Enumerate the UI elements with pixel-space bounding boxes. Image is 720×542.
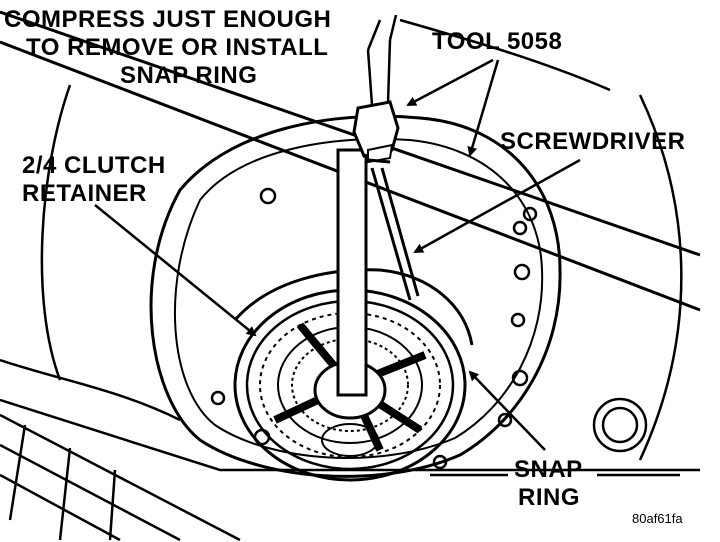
arrow-snap-ring xyxy=(468,370,546,451)
leader-lines xyxy=(94,58,680,477)
compress-note: COMPRESS JUST ENOUGH TO REMOVE OR INSTAL… xyxy=(4,8,331,92)
compress-note-line-1: COMPRESS JUST ENOUGH xyxy=(4,6,332,33)
arrow-tool-nut xyxy=(406,58,494,107)
snap-ring-label-line-2: RING xyxy=(518,484,580,511)
arrow-retainer xyxy=(94,204,257,337)
tool-5058 xyxy=(0,10,701,397)
lower-grating xyxy=(0,413,241,542)
tool-label: TOOL 5058 xyxy=(432,28,563,55)
retainer-label: 2/4 CLUTCH RETAINER xyxy=(22,154,166,210)
compress-note-line-3: SNAP RING xyxy=(120,62,258,89)
arrow-tool-bar xyxy=(467,59,500,157)
retainer-label-line-1: 2/4 CLUTCH xyxy=(22,152,166,179)
screwdriver-label: SCREWDRIVER xyxy=(500,128,686,155)
snap-ring xyxy=(233,268,474,346)
snap-ring-label-line-1: SNAP xyxy=(514,456,583,483)
arrow-screwdriver xyxy=(413,158,581,254)
retainer-label-line-2: RETAINER xyxy=(22,180,147,207)
screwdriver xyxy=(367,158,420,301)
figure-code: 80af61fa xyxy=(632,511,683,526)
snap-ring-label: SNAP RING xyxy=(514,458,583,514)
compress-note-line-2: TO REMOVE OR INSTALL xyxy=(26,34,329,61)
